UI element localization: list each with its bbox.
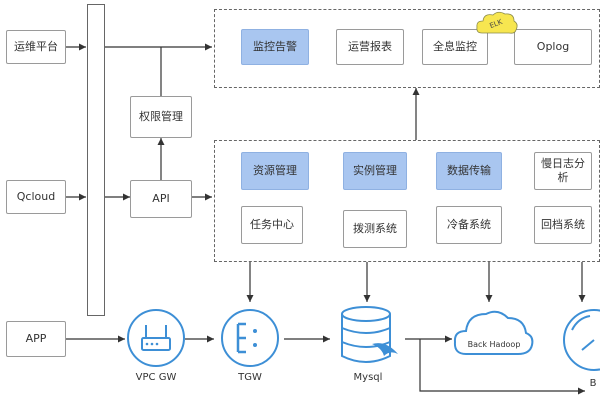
app-box: APP bbox=[6, 321, 66, 357]
slow-log-box: 慢日志分 析 bbox=[534, 152, 592, 190]
dial-test-box: 拨测系统 bbox=[343, 210, 407, 248]
instance-mgmt-label: 实例管理 bbox=[353, 164, 397, 178]
cloud-icon bbox=[453, 310, 534, 355]
last-node-label: B bbox=[589, 378, 597, 389]
cold-backup-box: 冷备系统 bbox=[436, 206, 502, 244]
monitor-alarm-box: 监控告警 bbox=[241, 29, 309, 65]
database-icon bbox=[341, 306, 398, 363]
resource-mgmt-box: 资源管理 bbox=[241, 152, 309, 190]
monitor-alarm-label: 监控告警 bbox=[253, 40, 297, 54]
elk-cloud-icon: ELK bbox=[476, 11, 518, 34]
router-icon bbox=[127, 309, 185, 367]
data-transfer-box: 数据传输 bbox=[436, 152, 502, 190]
tgw-label: TGW bbox=[238, 372, 262, 383]
permission-box: 权限管理 bbox=[130, 96, 192, 138]
ops-report-label: 运营报表 bbox=[348, 40, 392, 54]
load-balancer-icon bbox=[221, 309, 279, 367]
permission-label: 权限管理 bbox=[139, 110, 183, 124]
vpc-gw-label: VPC GW bbox=[135, 372, 177, 383]
cold-backup-label: 冷备系统 bbox=[447, 218, 491, 232]
ops-platform-label: 运维平台 bbox=[14, 40, 58, 54]
holo-monitor-box: 全息监控 bbox=[422, 29, 488, 65]
api-box: API bbox=[130, 180, 192, 218]
rollback-label: 回档系统 bbox=[541, 218, 585, 232]
back-hadoop-label: Back Hadoop bbox=[467, 340, 521, 349]
oplog-box: Oplog bbox=[514, 29, 592, 65]
instance-mgmt-box: 实例管理 bbox=[343, 152, 407, 190]
task-center-label: 任务中心 bbox=[250, 218, 294, 232]
mysql-label: Mysql bbox=[353, 372, 383, 383]
edge-mysql-to-last bbox=[419, 339, 585, 395]
ops-report-box: 运营报表 bbox=[336, 29, 404, 65]
qcloud-label: Qcloud bbox=[16, 190, 56, 204]
resource-mgmt-label: 资源管理 bbox=[253, 164, 297, 178]
rollback-box: 回档系统 bbox=[534, 206, 592, 244]
app-label: APP bbox=[25, 332, 47, 346]
slow-log-label: 慢日志分 析 bbox=[541, 157, 585, 184]
api-label: API bbox=[152, 192, 170, 206]
task-center-box: 任务中心 bbox=[241, 206, 303, 244]
holo-monitor-label: 全息监控 bbox=[433, 40, 477, 54]
qcloud-box: Qcloud bbox=[6, 180, 66, 214]
data-transfer-label: 数据传输 bbox=[447, 164, 491, 178]
ops-platform-box: 运维平台 bbox=[6, 30, 66, 64]
gateway-bar bbox=[87, 4, 105, 316]
oplog-label: Oplog bbox=[536, 40, 570, 54]
gauge-icon bbox=[563, 309, 600, 371]
dial-test-label: 拨测系统 bbox=[353, 222, 397, 236]
